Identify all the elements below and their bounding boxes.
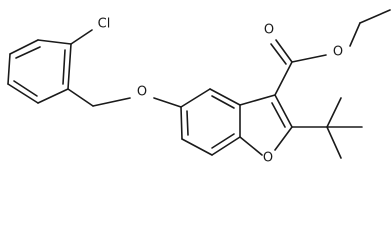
- ester-group: [270, 9, 391, 96]
- ester-oxygen-label: O: [333, 45, 343, 60]
- tert-butyl-group: [291, 97, 363, 159]
- ether-benzofuran-bond: [153, 97, 182, 108]
- furan-oxygen-label: O: [263, 151, 273, 166]
- molecule-structure: Cl O O: [7, 9, 391, 166]
- carbonyl-oxygen-label: O: [264, 23, 274, 38]
- ether-oxygen-label: O: [137, 85, 147, 100]
- chlorine-label: Cl: [98, 17, 111, 32]
- chlorophenyl-ring: [7, 39, 72, 104]
- benzofuran-benzene-ring: [180, 88, 241, 156]
- structure-canvas: Cl O O: [7, 9, 391, 166]
- furan-ring: [239, 94, 293, 156]
- benzyl-ether-linker: [67, 88, 131, 107]
- chloro-substituent: [70, 29, 93, 45]
